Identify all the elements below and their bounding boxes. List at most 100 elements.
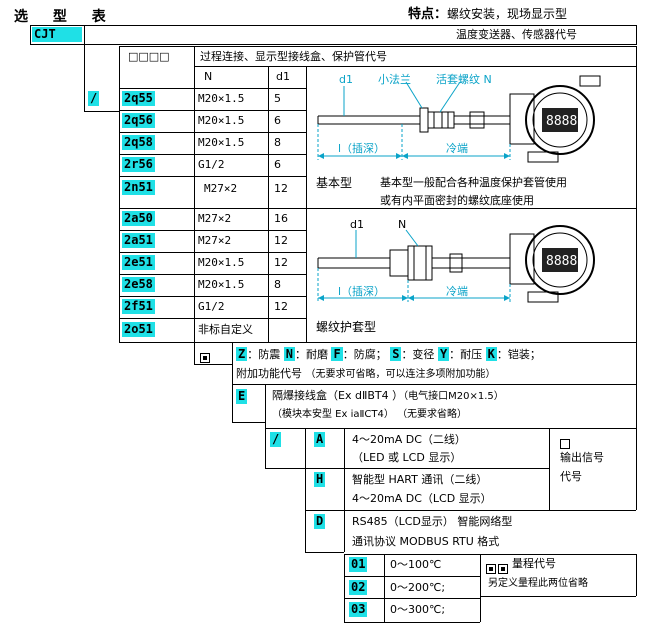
output-d-code: D (314, 514, 326, 529)
addon-line-2: 附加功能代号 （无要求可省略，可以连注多项附加功能） (236, 367, 496, 382)
insert-label-1: l（插深） (338, 142, 386, 155)
feature-label: 特点： (408, 7, 448, 22)
connection-code-placeholder: □□□□ (128, 50, 170, 63)
series-desc: 温度变送器、传感器代号 (456, 28, 577, 41)
conn-n-6: M27×2 (198, 234, 232, 247)
feature-text: 螺纹安装，现场显示型 (447, 7, 568, 21)
addon-s: S (390, 347, 402, 361)
output-title-icon (560, 433, 572, 452)
explosion-title: 隔爆接线盒（Ex dⅡBT4 ） (272, 389, 404, 402)
output-d-line-1: RS485（LCD显示） 智能网络型 (352, 515, 513, 528)
thread-label: 活套螺纹 N (436, 73, 492, 86)
addon-f-text: ：防腐； (342, 348, 387, 361)
range-text-1: 0～200℃; (390, 581, 446, 594)
range-code-1: 02 (349, 580, 368, 595)
explosion-line-2: （模块本安型 Ex iaⅡCT4） （无要求省略） (272, 408, 467, 422)
conn-code-0: 2q55 (122, 91, 155, 106)
output-a-code: A (314, 432, 326, 447)
connection-desc: 过程连接、显示型接线盒、保护管代号 (200, 50, 387, 63)
range-text-0: 0～100℃ (390, 558, 442, 571)
output-h-line-1: 智能型 HART 通讯（二线） (352, 473, 488, 486)
filled-square-icon (486, 564, 496, 574)
addon-f: F (331, 347, 343, 361)
addon-icon (200, 347, 212, 366)
conn-n-2: M20×1.5 (198, 136, 245, 149)
explosion-line-1: 隔爆接线盒（Ex dⅡBT4 ）（电气接口M20×1.5） (272, 389, 504, 404)
conn-d1-6: 12 (274, 234, 288, 247)
output-d-line-2: 通讯协议 MODBUS RTU 格式 (352, 535, 500, 548)
addon-k: K (485, 347, 497, 361)
conn-n-0: M20×1.5 (198, 92, 245, 105)
explosion-subnote: （无要求省略） (397, 409, 468, 420)
threaded-caption: 螺纹护套型 (316, 320, 377, 334)
output-slash: / (270, 432, 282, 447)
conn-code-9: 2f51 (122, 299, 155, 314)
addon-k-text: ：铠装； (496, 348, 541, 361)
conn-n-5: M27×2 (198, 212, 232, 225)
addon-y-text: ：耐压 (449, 348, 483, 361)
flange-label: 小法兰 (378, 73, 411, 86)
addon-z: Z (236, 347, 248, 361)
output-title-1: 输出信号 (560, 451, 604, 464)
addon-m: N (283, 347, 295, 361)
conn-code-1: 2q56 (122, 113, 155, 128)
output-h-line-2: 4～20mA DC（LCD 显示） (352, 492, 492, 505)
series-code: CJT (32, 27, 82, 42)
range-icons (486, 558, 510, 577)
conn-code-6: 2a51 (122, 233, 155, 248)
n-label-2: N (398, 218, 407, 231)
conn-n-4: M27×2 (204, 182, 238, 195)
conn-d1-2: 8 (274, 136, 281, 149)
range-note: 另定义量程此两位省略 (488, 578, 588, 589)
explosion-code: E (236, 389, 248, 404)
explosion-note: （电气接口M20×1.5） (403, 391, 504, 402)
conn-d1-0: 5 (274, 92, 281, 105)
conn-code-5: 2a50 (122, 211, 155, 226)
addon-note: （无要求可省略，可以连注多项附加功能） (305, 369, 496, 380)
threaded-sheath-drawing: 8888 (317, 225, 595, 303)
output-h-code: H (314, 472, 326, 487)
basic-note-2: 或有内平面密封的螺纹底座使用 (380, 194, 534, 207)
conn-code-7: 2e51 (122, 255, 155, 270)
addon-s-text: ：变径 (401, 348, 435, 361)
addon-z-text: ：防震 (247, 348, 281, 361)
empty-square-icon (560, 439, 570, 449)
range-title: 量程代号 (512, 557, 556, 570)
conn-d1-9: 12 (274, 300, 288, 313)
conn-code-2: 2q58 (122, 135, 155, 150)
output-title-2: 代号 (560, 470, 582, 483)
conn-n-10: 非标自定义 (198, 323, 253, 336)
conn-code-10: 2o51 (122, 322, 155, 337)
col-n: N (204, 70, 213, 83)
conn-d1-4: 12 (274, 182, 288, 195)
range-code-2: 03 (349, 602, 368, 617)
output-a-line-2: （LED 或 LCD 显示） (352, 451, 462, 464)
conn-n-1: M20×1.5 (198, 114, 245, 127)
addon-title: 附加功能代号 (236, 367, 302, 380)
range-code-0: 01 (349, 557, 368, 572)
connection-slash: / (88, 91, 100, 106)
col-d1: d1 (276, 70, 290, 83)
output-a-line-1: 4～20mA DC（二线） (352, 433, 466, 446)
filled-square-icon (200, 353, 210, 363)
conn-d1-8: 8 (274, 278, 281, 291)
addon-y: Y (437, 347, 450, 361)
conn-n-7: M20×1.5 (198, 256, 245, 269)
conn-d1-3: 6 (274, 158, 281, 171)
svg-text:8888: 8888 (546, 254, 577, 269)
basic-type-drawing: 8888 (317, 75, 601, 163)
page-title: 选 型 表 (14, 9, 116, 25)
filled-square-icon (498, 564, 508, 574)
insert-label-2: l（插深） (338, 285, 386, 298)
conn-code-8: 2e58 (122, 277, 155, 292)
conn-d1-1: 6 (274, 114, 281, 127)
d1-label-2: d1 (350, 218, 364, 231)
conn-code-4: 2n51 (122, 180, 155, 195)
basic-caption: 基本型 (316, 176, 353, 190)
conn-d1-7: 12 (274, 256, 288, 269)
conn-code-3: 2r56 (122, 157, 155, 172)
conn-n-8: M20×1.5 (198, 278, 245, 291)
addon-line-1: Z：防震 N：耐磨 F：防腐； S：变径 Y：耐压 K：铠装； (236, 347, 541, 362)
cold-label-1: 冷端 (446, 142, 468, 155)
explosion-subtitle: （模块本安型 Ex iaⅡCT4） (272, 409, 394, 420)
